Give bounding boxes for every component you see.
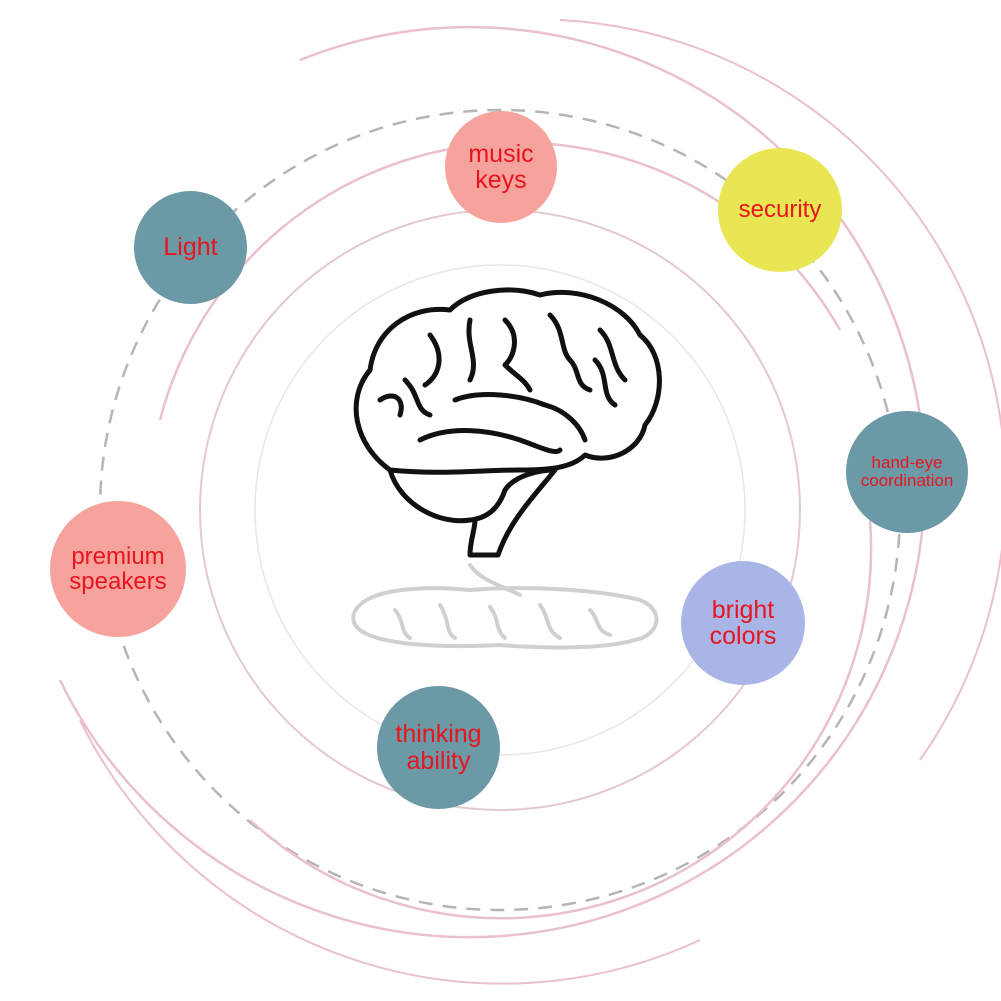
node-light: Light xyxy=(134,191,247,304)
node-music-keys: music keys xyxy=(445,111,557,223)
mid-ring-arc-2 xyxy=(249,519,873,920)
outer-ring-arc-2 xyxy=(559,19,1001,761)
node-bright-colors: bright colors xyxy=(681,561,805,685)
node-label: bright colors xyxy=(709,595,777,650)
outer-ring-arc-3 xyxy=(79,719,701,985)
node-label: Light xyxy=(163,233,218,262)
node-label: security xyxy=(738,196,822,224)
node-hand-eye-coordination: hand-eye coordination xyxy=(846,411,968,533)
node-thinking-ability: thinking ability xyxy=(377,686,500,809)
outer-ring-arc-1 xyxy=(58,25,926,939)
node-label: hand-eye coordination xyxy=(860,453,954,490)
node-security: security xyxy=(718,148,842,272)
node-premium-speakers: premium speakers xyxy=(50,501,186,637)
node-label: music keys xyxy=(468,139,534,194)
node-label: thinking ability xyxy=(395,720,482,775)
inner-ring-2 xyxy=(254,264,746,756)
node-label: premium speakers xyxy=(69,542,167,595)
